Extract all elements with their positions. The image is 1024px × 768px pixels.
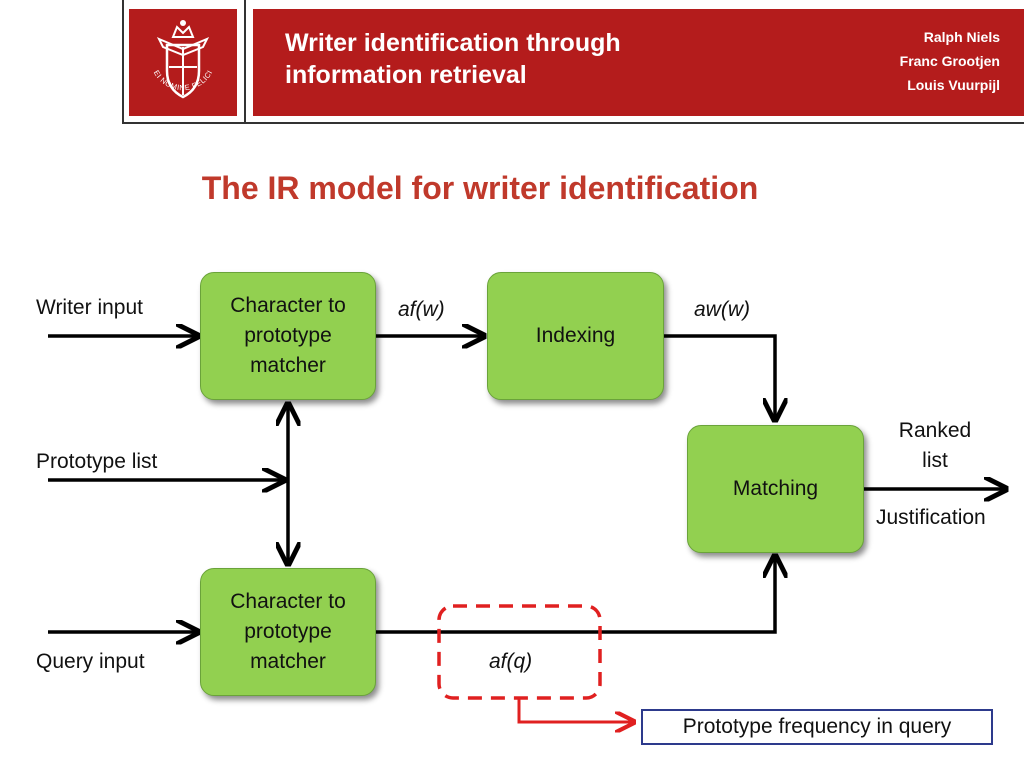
character-matcher-bottom: Character to prototype matcher	[200, 568, 376, 696]
ranked-list-line: Ranked	[898, 419, 972, 442]
character-matcher-top: Character to prototype matcher	[200, 272, 376, 400]
aww-label: aw(w)	[694, 298, 750, 321]
box-label: prototype	[244, 620, 332, 643]
author-name: Ralph Niels	[923, 29, 1000, 45]
box-label: Character to	[230, 294, 346, 317]
title-bar: Writer identification through informatio…	[253, 9, 1024, 116]
presentation-title-line-2: information retrieval	[285, 61, 527, 89]
box-label: Character to	[230, 590, 346, 613]
writer-input-label: Writer input	[36, 296, 143, 319]
university-logo: IN DEI NOMINE FELICITER	[126, 2, 237, 116]
box-label: matcher	[250, 354, 326, 377]
slide-title: The IR model for writer identification	[201, 170, 759, 206]
afw-label: af(w)	[398, 298, 445, 321]
afq-label: af(q)	[489, 650, 533, 673]
afq-legend-arrow	[517, 698, 634, 722]
matching-box: Matching	[687, 425, 864, 553]
box-label: Indexing	[535, 324, 616, 347]
aww-arrow	[664, 334, 775, 420]
presentation-title-line-1: Writer identification through	[285, 29, 621, 57]
afq-arrow	[376, 556, 775, 634]
header-divider	[244, 0, 246, 124]
header-frame	[122, 0, 1024, 124]
justification-label: Justification	[876, 506, 986, 529]
box-label: Matching	[732, 477, 819, 500]
prototype-frequency-legend: Prototype frequency in query	[641, 709, 993, 745]
indexing-box: Indexing	[487, 272, 664, 400]
box-label: prototype	[244, 324, 332, 347]
author-list: Ralph Niels Franc Grootjen Louis Vuurpij…	[900, 25, 1000, 97]
author-name: Franc Grootjen	[899, 53, 1000, 69]
query-input-label: Query input	[36, 650, 145, 673]
box-label: matcher	[250, 650, 326, 673]
presentation-title: Writer identification through informatio…	[285, 27, 705, 91]
author-name: Louis Vuurpijl	[907, 77, 1000, 93]
prototype-list-label: Prototype list	[36, 450, 158, 473]
ranked-list-line: list	[922, 449, 948, 472]
ranked-list-label: Ranked list	[870, 416, 1000, 476]
